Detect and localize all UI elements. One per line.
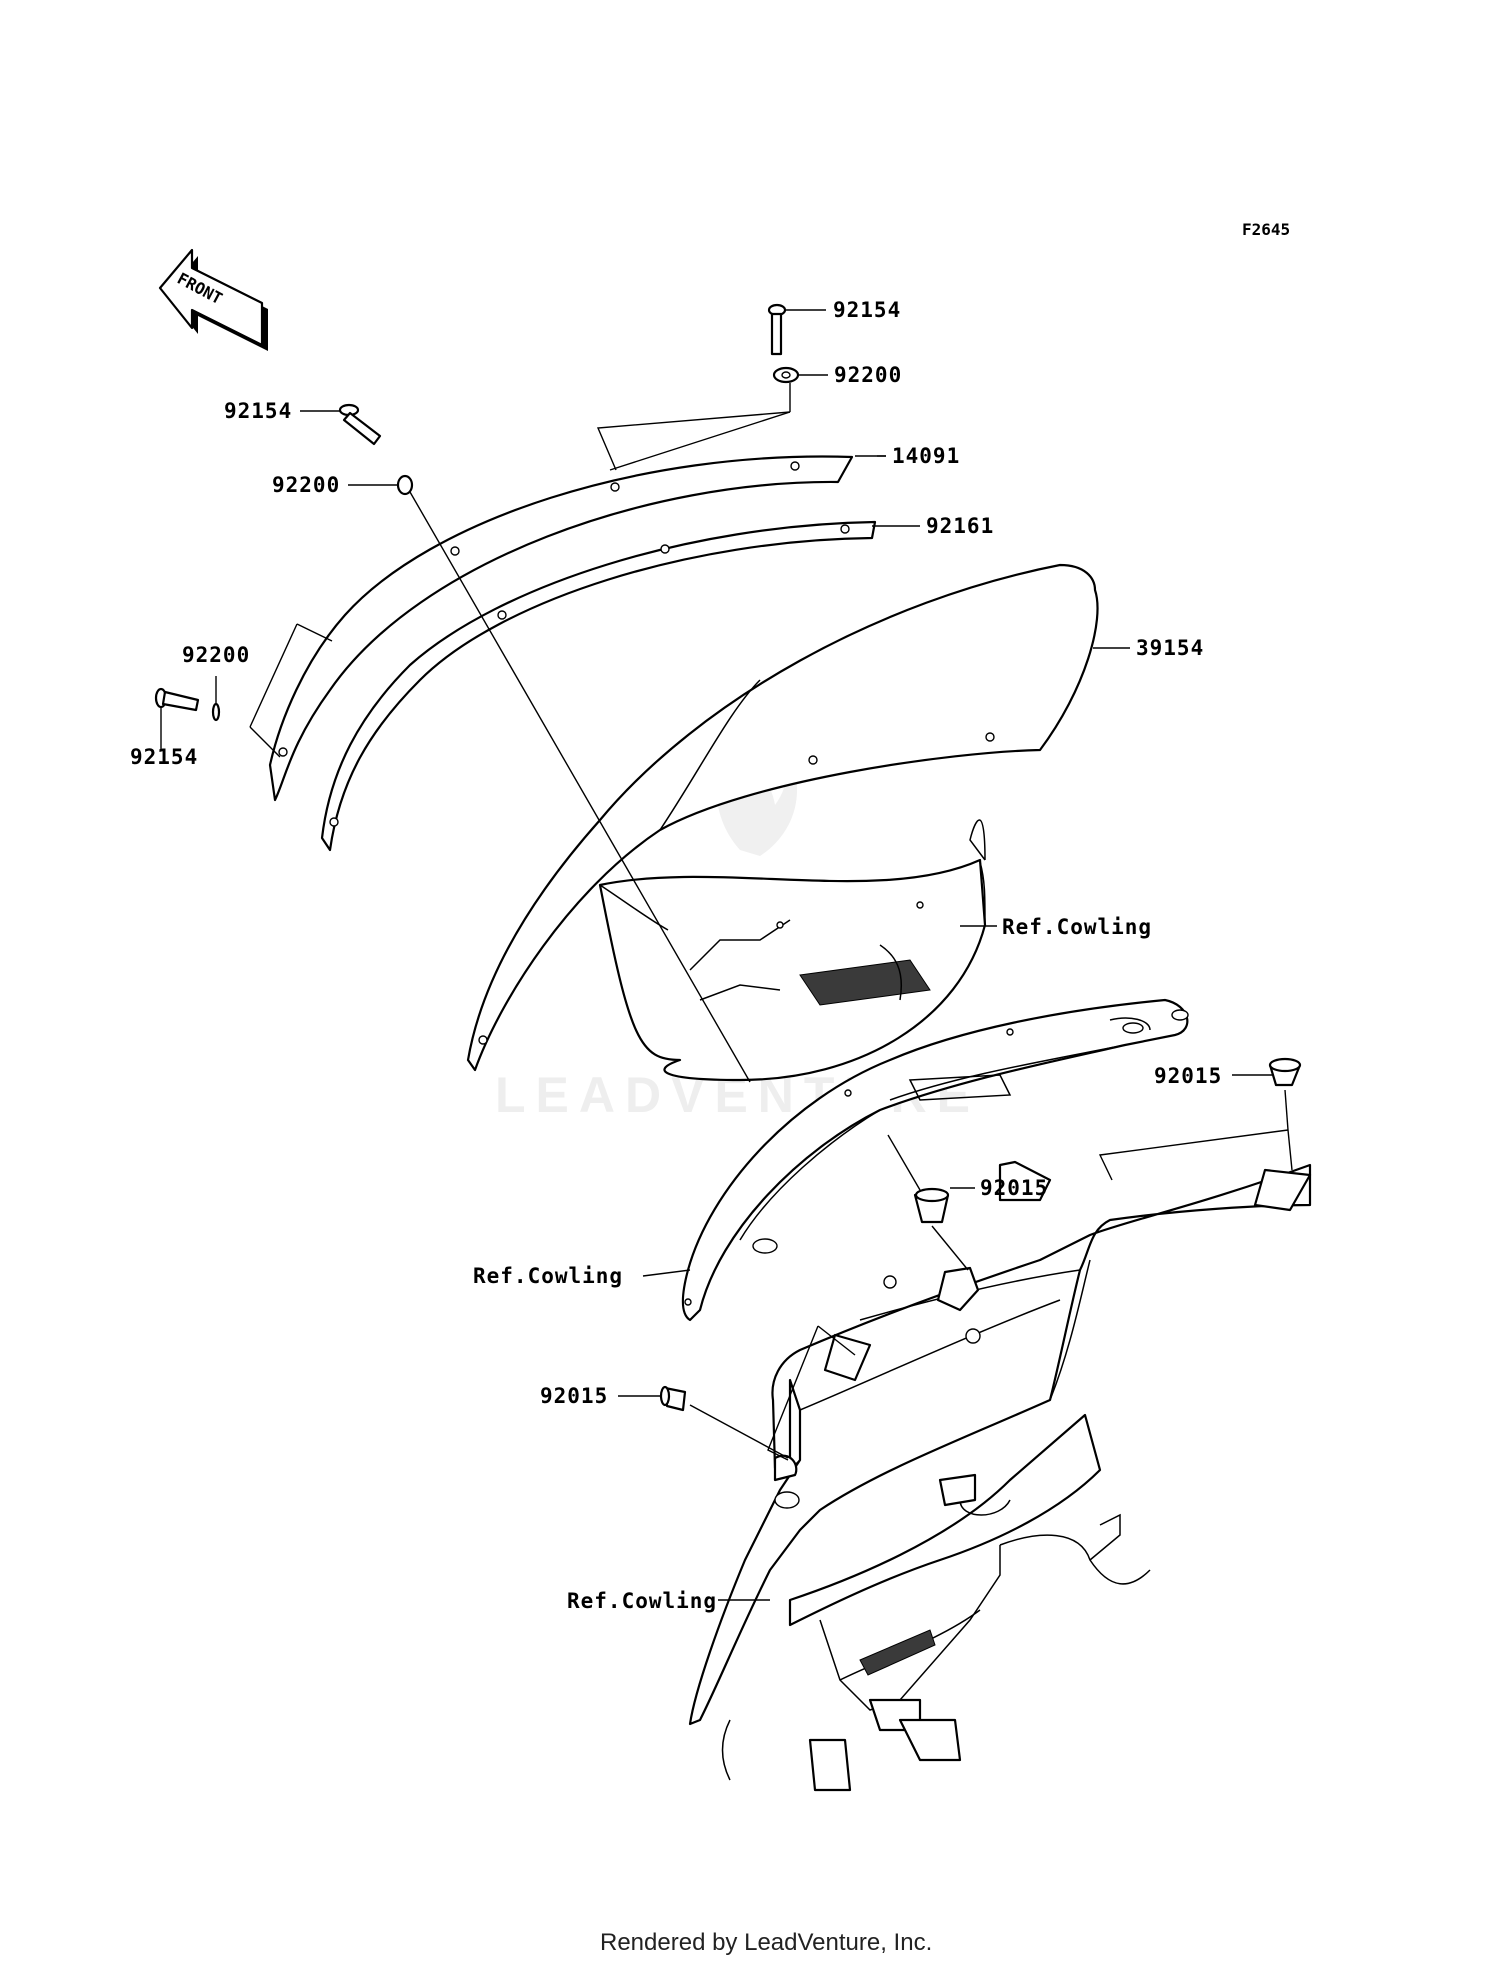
callout-ref-cowling-upper: Ref.Cowling bbox=[1002, 915, 1152, 939]
callout-grommet-left: 92015 bbox=[540, 1384, 608, 1408]
callout-cover-windshield: 14091 bbox=[892, 444, 960, 468]
grommet-middle-icon bbox=[913, 1187, 950, 1224]
washer-top-icon bbox=[772, 366, 800, 384]
bolt-top-icon bbox=[767, 303, 787, 356]
callout-bolt-left-upper: 92154 bbox=[224, 399, 292, 423]
callout-seal: 92161 bbox=[926, 514, 994, 538]
footer-credit: Rendered by LeadVenture, Inc. bbox=[600, 1929, 932, 1956]
seal bbox=[320, 520, 877, 852]
callout-washer-left-lower: 92200 bbox=[182, 643, 250, 667]
bolt-left-lower-icon bbox=[154, 687, 200, 712]
washer-left-upper-icon bbox=[396, 474, 414, 496]
cowling-bracket-frame bbox=[688, 1160, 1312, 1792]
callout-washer-top: 92200 bbox=[834, 363, 902, 387]
callout-grommet-middle: 92015 bbox=[980, 1176, 1048, 1200]
callout-ref-cowling-middle: Ref.Cowling bbox=[473, 1264, 623, 1288]
cowling-upper bbox=[598, 819, 987, 1082]
callout-ref-cowling-lower: Ref.Cowling bbox=[567, 1589, 717, 1613]
callout-bolt-top: 92154 bbox=[833, 298, 901, 322]
leader-lines bbox=[160, 309, 1293, 1601]
washer-left-lower-icon bbox=[211, 702, 221, 722]
windshield-cover bbox=[268, 455, 854, 802]
figure-code: F2645 bbox=[1242, 220, 1290, 239]
callout-grommet-right: 92015 bbox=[1154, 1064, 1222, 1088]
grommet-right-icon bbox=[1268, 1057, 1302, 1087]
cowling-lower-panel bbox=[681, 998, 1189, 1322]
windshield bbox=[466, 563, 1099, 1072]
grommet-left-icon bbox=[659, 1385, 687, 1412]
callout-washer-left-upper: 92200 bbox=[272, 473, 340, 497]
front-arrow-icon: FRONT bbox=[158, 248, 268, 351]
callout-bolt-left-lower: 92154 bbox=[130, 745, 198, 769]
bolt-left-upper-icon bbox=[338, 403, 382, 446]
callout-windshield: 39154 bbox=[1136, 636, 1204, 660]
